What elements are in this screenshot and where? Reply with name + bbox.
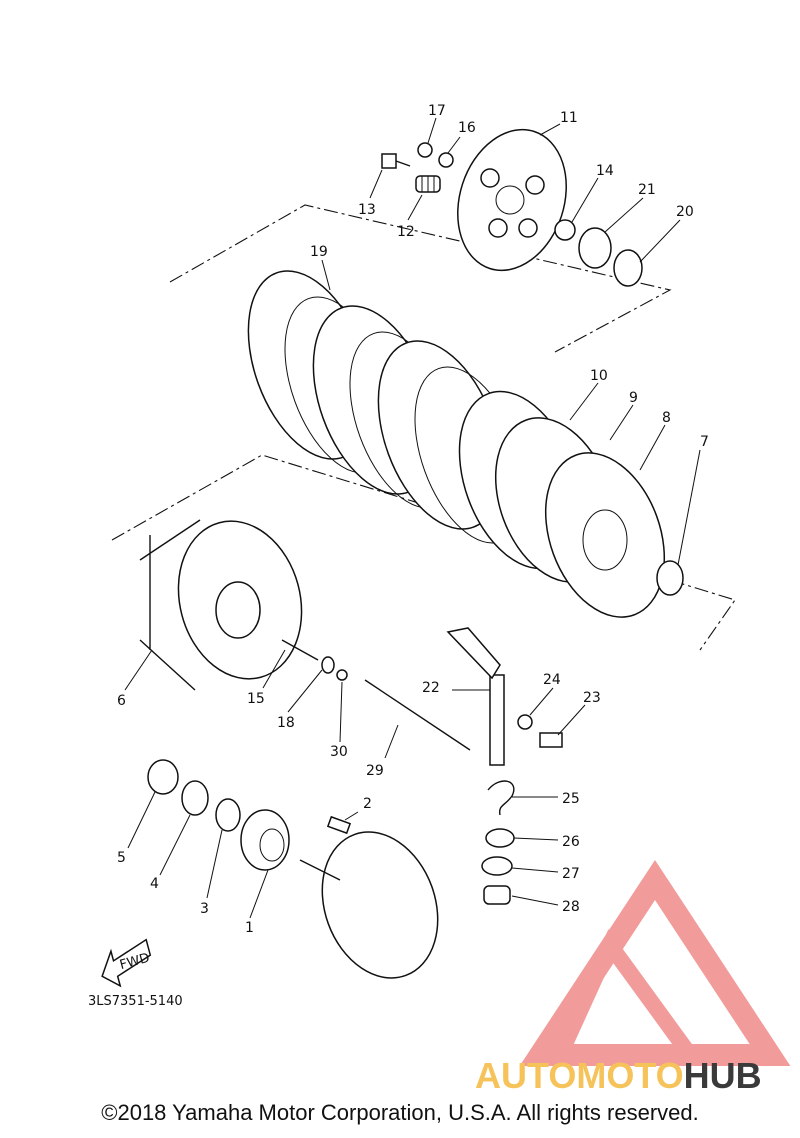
lock-washer-4: [181, 780, 209, 816]
callout-23: 23: [583, 690, 601, 706]
watermark-brand-b: HUB: [684, 1055, 762, 1096]
push-rod-long: [364, 679, 471, 751]
pressure-plate: [457, 128, 567, 272]
washer-3: [215, 798, 241, 832]
callout-26: 26: [562, 834, 580, 850]
callout-16: 16: [458, 120, 476, 136]
fwd-arrow-icon: FWD: [101, 938, 151, 988]
callout-9: 9: [629, 390, 638, 406]
circlip: [656, 560, 684, 596]
callout-21: 21: [638, 182, 656, 198]
callout-18: 18: [277, 715, 295, 731]
callout-12: 12: [397, 224, 415, 240]
callout-17: 17: [428, 103, 446, 119]
ball: [336, 669, 348, 681]
callout-8: 8: [662, 410, 671, 426]
watermark-brand: AUTOMOTOHUB: [475, 1055, 762, 1096]
callout-13: 13: [358, 202, 376, 218]
return-spring: [487, 780, 515, 816]
callout-20: 20: [676, 204, 694, 220]
callout-labels: 1 2 3 4 5 6 7 8 9 10 11 12 13 14 15 16 1…: [117, 103, 709, 936]
nut: [417, 142, 433, 158]
primary-driven-gear: [544, 452, 666, 618]
watermark-brand-a: AUTOMOTO: [475, 1055, 684, 1096]
lock-nut: [578, 227, 612, 269]
callout-25: 25: [562, 791, 580, 807]
bracket-upper: [169, 204, 672, 353]
bolt-23: [539, 732, 563, 748]
primary-drive-gear: [240, 809, 290, 871]
part-code: 3LS7351-5140: [88, 994, 183, 1009]
callout-4: 4: [150, 876, 159, 892]
washer-24: [517, 714, 533, 730]
callout-7: 7: [700, 434, 709, 450]
callout-19: 19: [310, 244, 328, 260]
automotohub-logo: [519, 859, 791, 1066]
callout-28: 28: [562, 899, 580, 915]
callout-29: 29: [366, 763, 384, 779]
callout-22: 22: [422, 680, 440, 696]
callout-1: 1: [245, 920, 254, 936]
key: [326, 815, 352, 835]
crankshaft: [299, 831, 439, 979]
callout-14: 14: [596, 163, 614, 179]
clutch-spring: [415, 175, 441, 193]
nut-5: [147, 759, 179, 795]
callout-11: 11: [560, 110, 578, 126]
callout-27: 27: [562, 866, 580, 882]
callout-3: 3: [200, 901, 209, 917]
oil-seal: [321, 656, 335, 674]
washer: [438, 152, 454, 168]
callout-5: 5: [117, 850, 126, 866]
callout-10: 10: [590, 368, 608, 384]
copyright-notice: ©2018 Yamaha Motor Corporation, U.S.A. A…: [101, 1100, 699, 1125]
bolt: [381, 153, 411, 169]
push-rod-short: [281, 639, 319, 661]
callout-30: 30: [330, 744, 348, 760]
callout-15: 15: [247, 691, 265, 707]
callout-2: 2: [363, 796, 372, 812]
lock-washer: [613, 249, 643, 287]
callout-6: 6: [117, 693, 126, 709]
clutch-housing: [139, 519, 303, 691]
oil-seal-27: [481, 856, 513, 876]
push-lever-shaft: [446, 627, 505, 766]
push-plate: [554, 219, 576, 241]
bearing: [483, 885, 511, 905]
leader-lines: [124, 117, 701, 919]
circlip-26: [485, 828, 515, 848]
callout-24: 24: [543, 672, 561, 688]
